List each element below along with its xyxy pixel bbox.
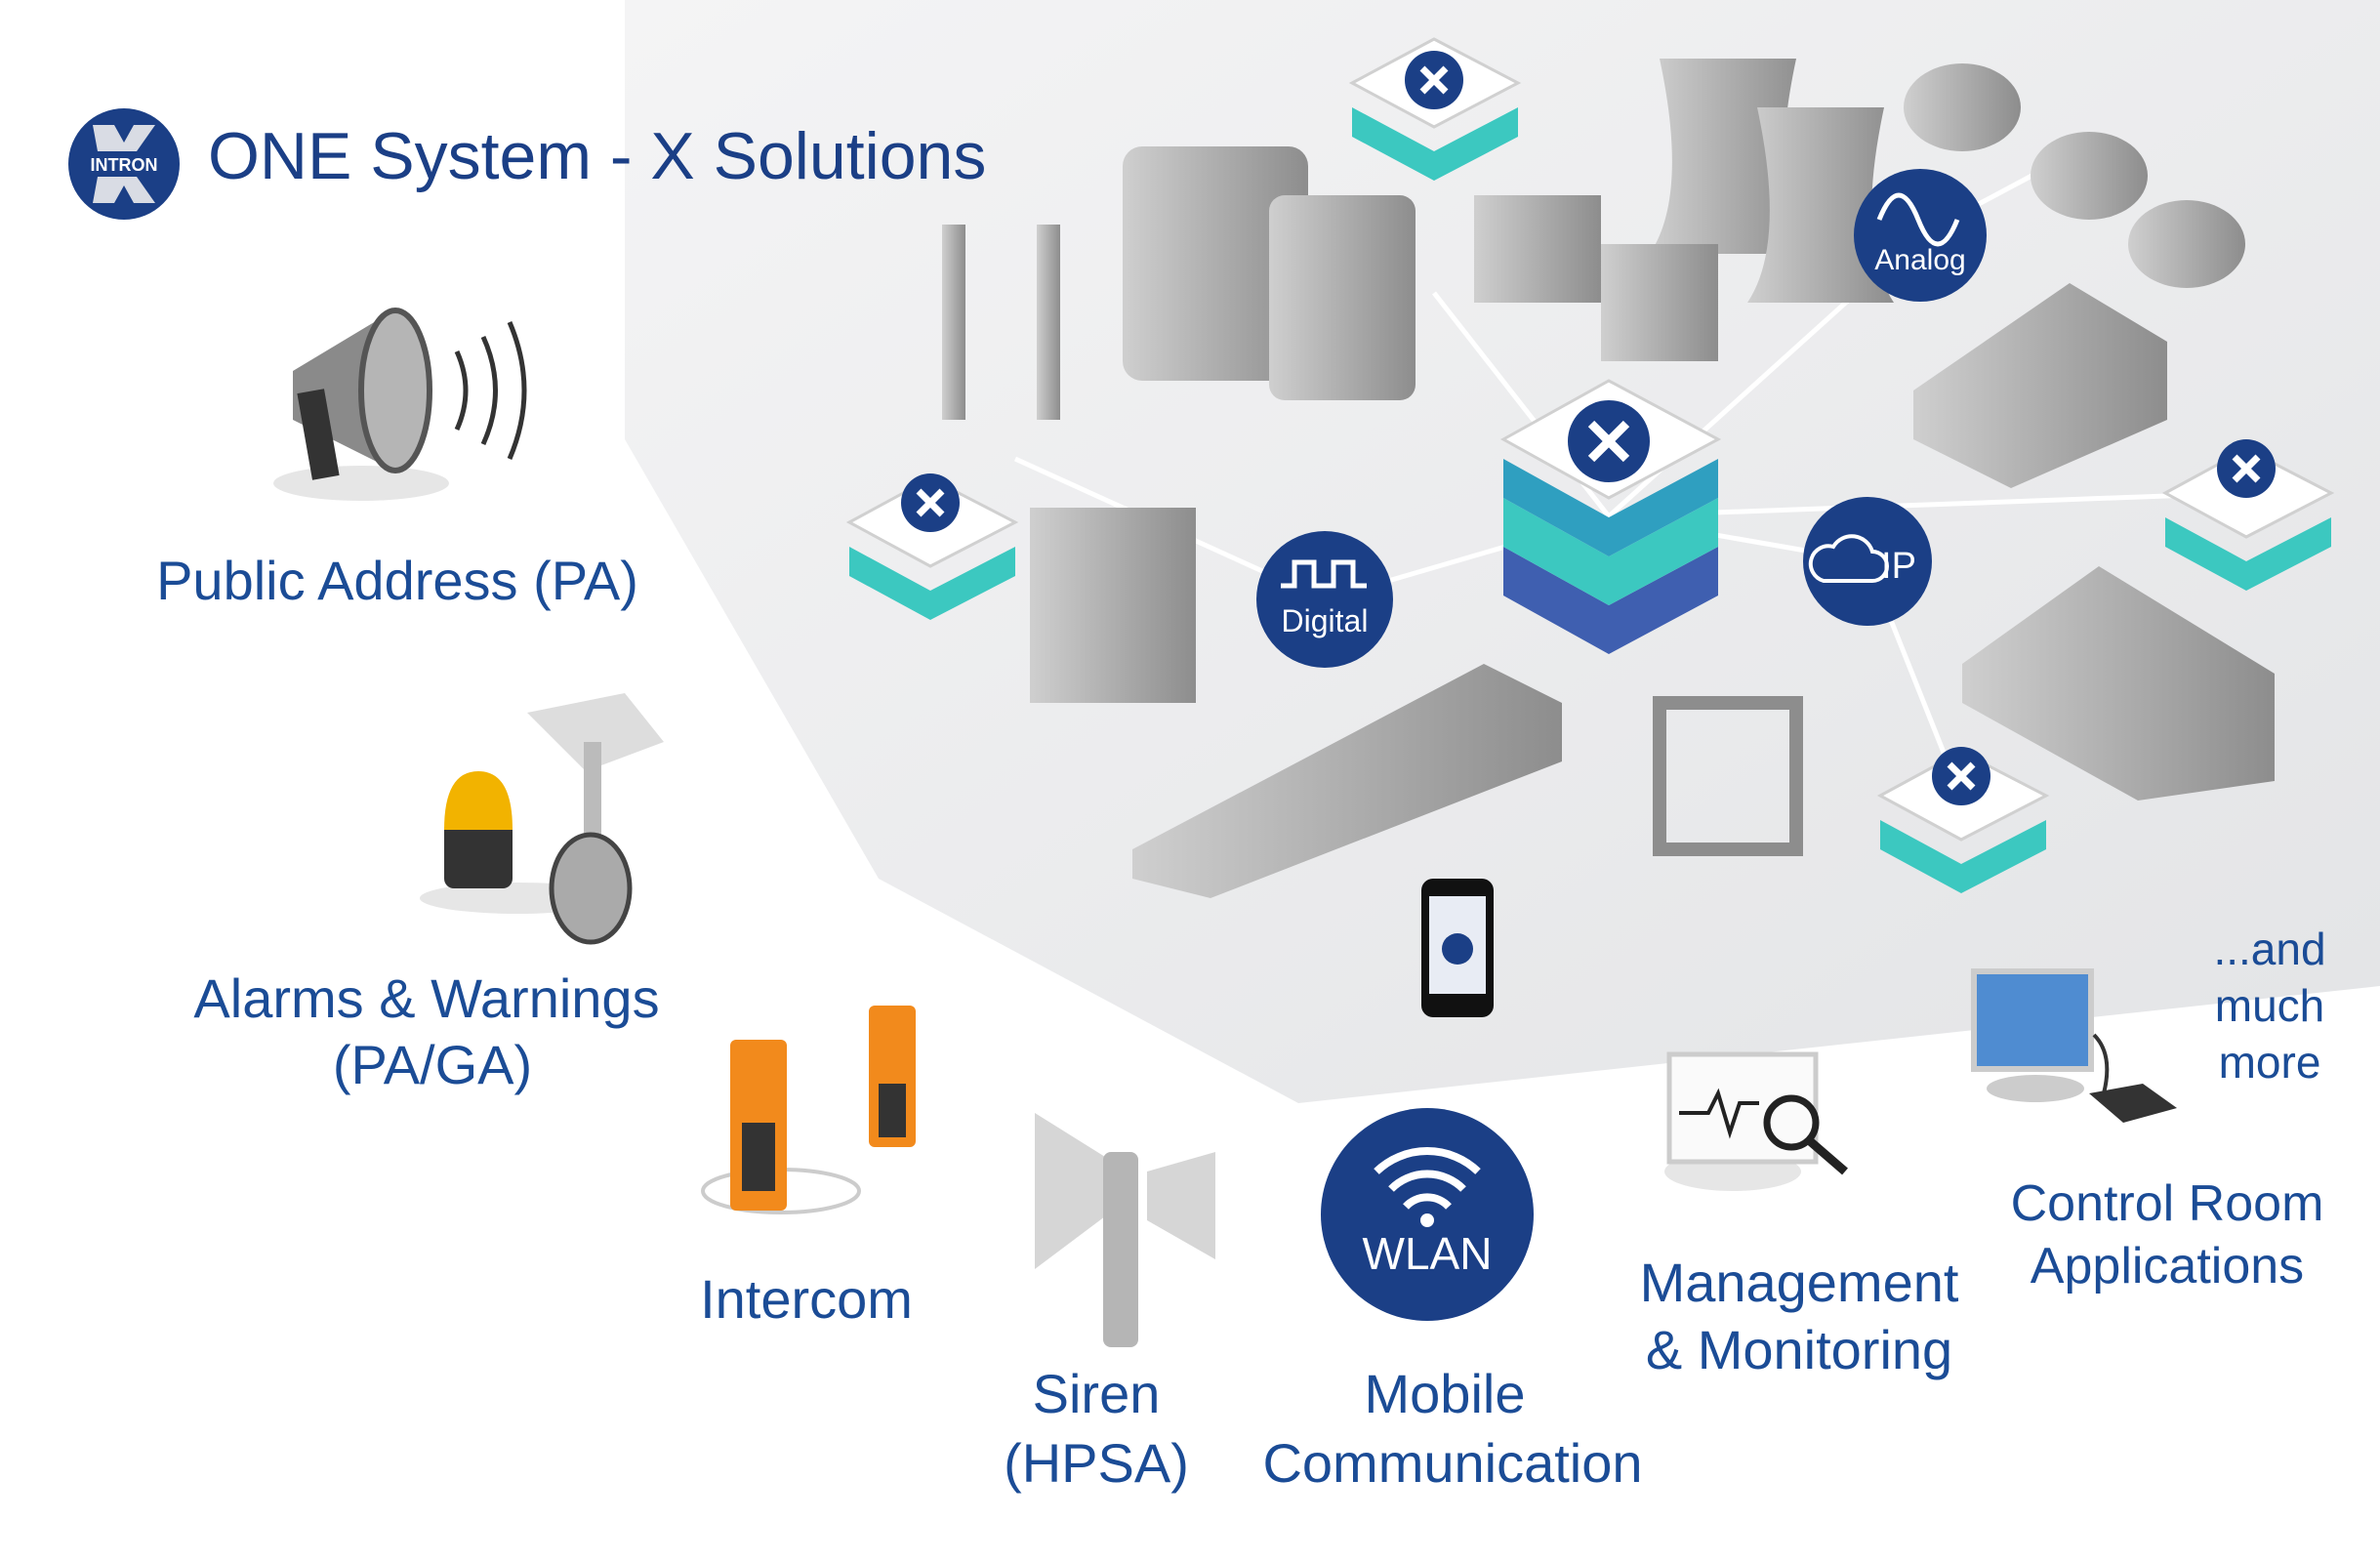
wlan-badge-label: WLAN <box>1363 1228 1493 1279</box>
digital-badge-label: Digital <box>1282 603 1369 638</box>
smartphone-icon <box>1421 879 1494 1017</box>
analog-badge: Analog <box>1854 169 1987 302</box>
x-mark-icon <box>1947 761 1976 791</box>
label-siren-sub: (HPSA) <box>1004 1432 1189 1494</box>
analog-badge-label: Analog <box>1874 244 1965 276</box>
label-siren: Siren <box>1033 1363 1161 1424</box>
square-wave-icon <box>1281 559 1367 589</box>
page-title: ONE System - X Solutions <box>208 119 986 193</box>
label-control-room: Control Room <box>2011 1175 2324 1232</box>
industrial-buildings <box>942 59 2275 898</box>
megaphone-icon <box>273 308 527 501</box>
magnifier-icon <box>1763 1094 1820 1151</box>
label-alarms: Alarms & Warnings <box>193 967 659 1029</box>
intron-node-left <box>845 473 1019 620</box>
x-mark-icon <box>1419 65 1449 95</box>
logo-text: INTRON <box>91 155 158 175</box>
label-management-sub: & Monitoring <box>1646 1319 1952 1380</box>
label-more-1: ...and <box>2213 924 2325 974</box>
label-management: Management <box>1640 1252 1959 1313</box>
intron-logo: INTRON <box>68 108 180 220</box>
control-room-icon <box>1971 968 2177 1123</box>
wlan-badge: WLAN <box>1321 1108 1534 1321</box>
x-mark-icon <box>2232 454 2261 483</box>
beacon-and-horn-icon <box>420 693 664 945</box>
wifi-icon <box>1374 1147 1481 1210</box>
ip-badge-label: IP <box>1881 546 1916 587</box>
x-mark-icon <box>93 125 155 203</box>
x-mark-icon <box>916 488 945 517</box>
ip-badge: IP <box>1803 497 1932 626</box>
intron-node-top <box>1348 37 1522 181</box>
label-mobile-sub: Communication <box>1262 1432 1642 1494</box>
intron-node-main <box>1499 379 1722 654</box>
sine-wave-icon <box>1876 192 1960 247</box>
label-control-room-sub: Applications <box>2031 1238 2304 1295</box>
monitoring-icon <box>1664 1051 1848 1191</box>
label-more-2: much <box>2215 980 2324 1031</box>
x-mark-icon <box>1587 420 1630 463</box>
label-alarms-sub: (PA/GA) <box>333 1034 532 1095</box>
digital-badge: Digital <box>1256 531 1393 668</box>
intron-node-bottom <box>1876 747 2050 893</box>
label-mobile: Mobile <box>1365 1363 1526 1424</box>
siren-icon <box>1035 1113 1215 1347</box>
label-intercom: Intercom <box>700 1268 913 1330</box>
cloud-icon <box>1808 534 1889 583</box>
label-public-address: Public Address (PA) <box>156 550 638 611</box>
intron-node-right <box>2161 439 2335 591</box>
label-more-3: more <box>2219 1037 2321 1088</box>
intercom-icon <box>701 1006 916 1214</box>
